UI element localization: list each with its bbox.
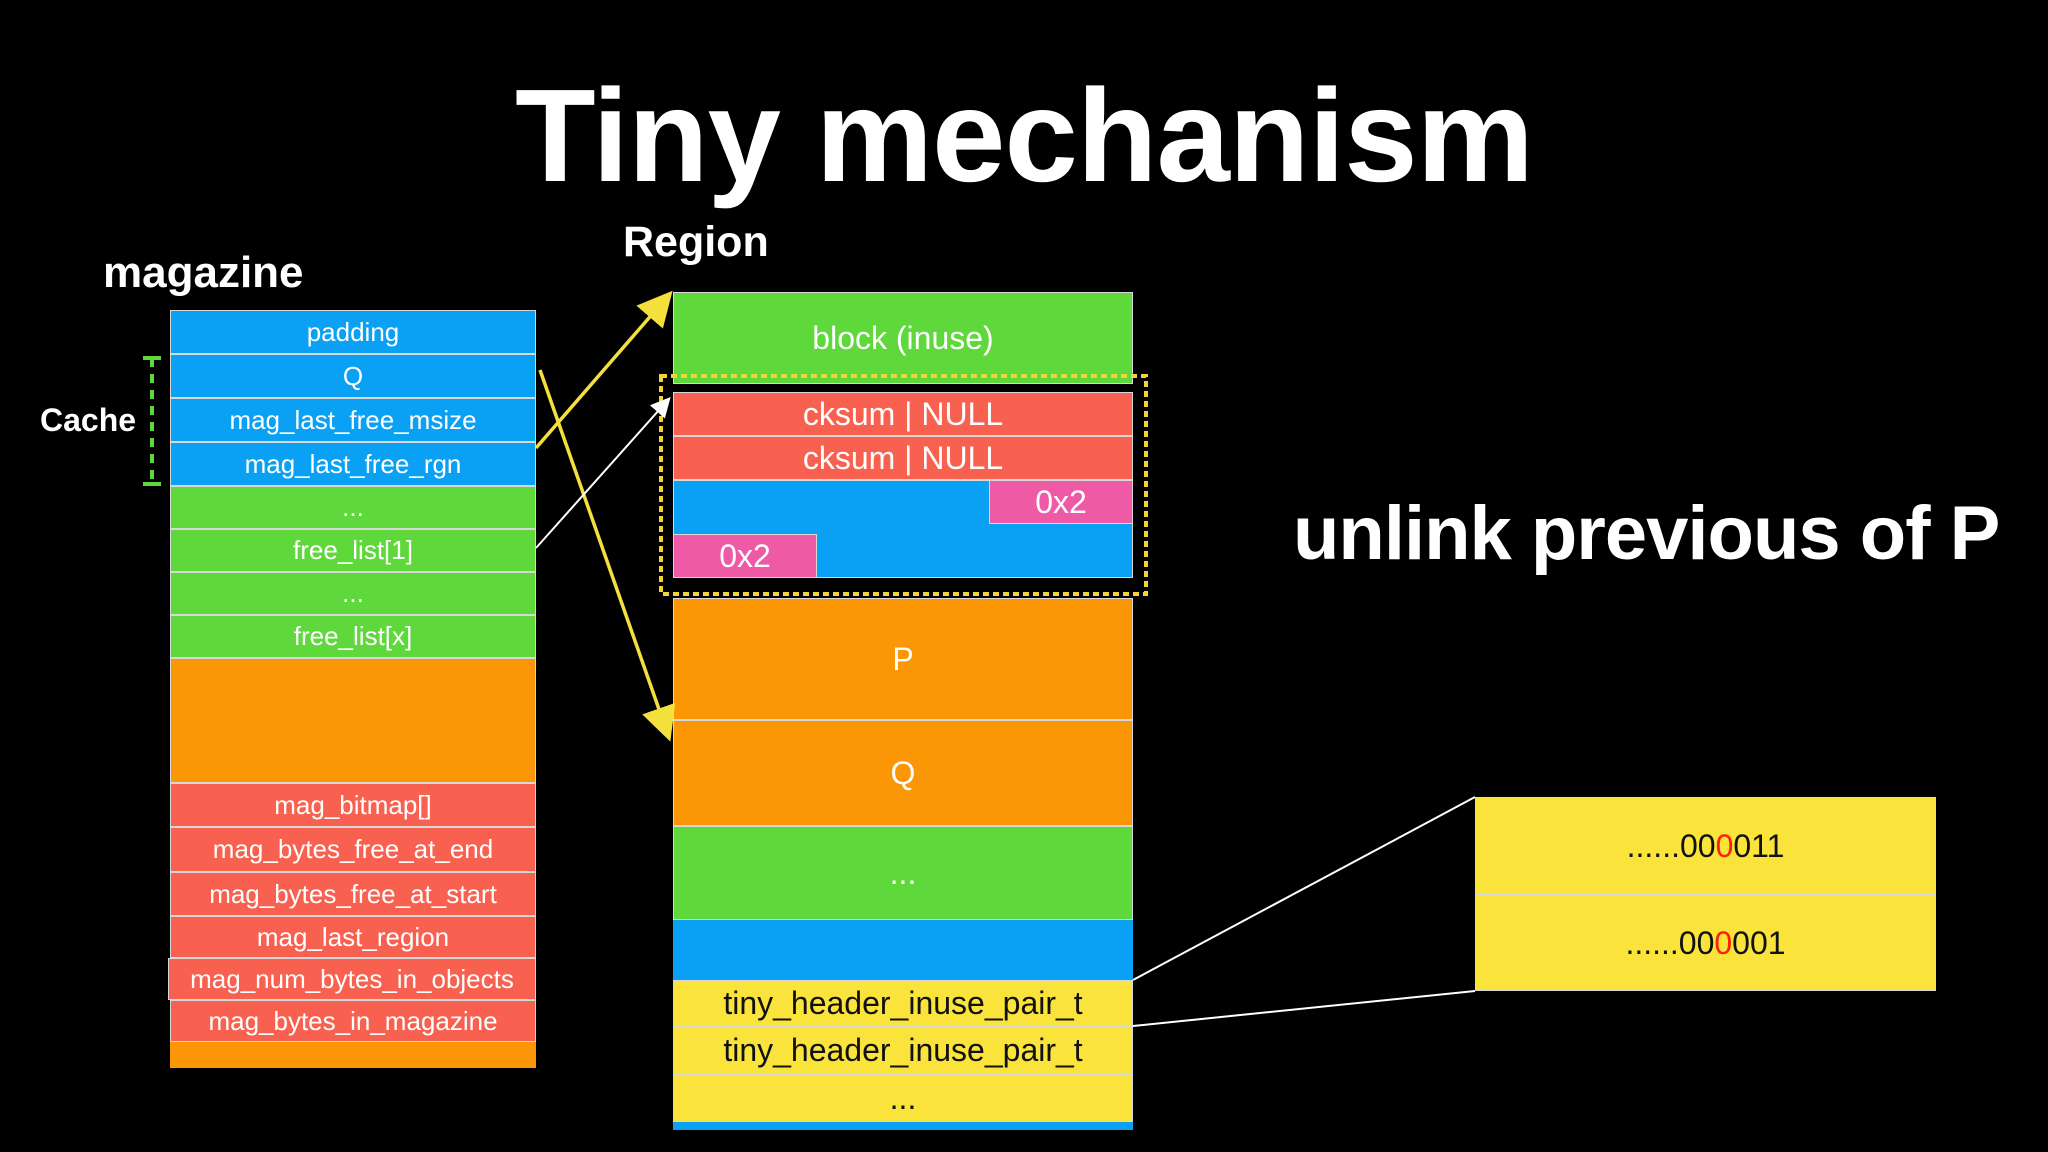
bitmap-row-1-suffix: 011 [1733,827,1785,864]
region-cell-header-pair-1: tiny_header_inuse_pair_t [673,980,1133,1026]
cache-bracket [143,356,161,486]
arrow-free-list-to-cksum [535,397,671,549]
magazine-cell-last-free-msize: mag_last_free_msize [170,398,536,442]
bitmap-row-2-mark: 0 [1714,924,1733,961]
magazine-heading: magazine [103,248,304,297]
page-title: Tiny mechanism [515,62,1534,209]
magazine-cell-free-list-1: free_list[1] [170,529,536,572]
region-cell-size-0x2-top: 0x2 [989,480,1133,524]
magazine-cell-bytes-free-at-end: mag_bytes_free_at_end [170,827,536,872]
magazine-cell-last-free-rgn: mag_last_free_rgn [170,442,536,486]
magazine-cell-orange-block [170,658,536,783]
magazine-cell-free-list-x: free_list[x] [170,615,536,658]
magazine-cell-bytes-in-magazine: mag_bytes_in_magazine [170,1000,536,1042]
region-cell-header-pair-2: tiny_header_inuse_pair_t [673,1026,1133,1074]
region-cell-header-ellipsis: ... [673,1074,1133,1122]
bitmap-row-1-prefix: ......00 [1626,827,1716,864]
region-cell-blue-gap [673,920,1133,980]
region-cell-block-inuse: block (inuse) [673,292,1133,384]
magazine-cell-ellipsis: ... [170,572,536,615]
magazine-cell-last-region: mag_last_region [170,916,536,958]
unlink-note: unlink previous of P [1293,491,2000,576]
region-cell-ellipsis: ... [673,826,1133,920]
magazine-cell-q: Q [170,354,536,398]
magazine-cell-ellipsis: ... [170,486,536,529]
bitmap-row-1-mark: 0 [1715,827,1734,864]
arrow-q-to-region-q [538,369,676,742]
bitmap-row-2-prefix: ......00 [1625,924,1715,961]
region-cell-q: Q [673,720,1133,826]
magazine-cell-bitmap: mag_bitmap[] [170,783,536,827]
magazine-cell-num-bytes-in-objects: mag_num_bytes_in_objects [168,958,536,1000]
cache-label: Cache [40,402,137,438]
highlight-frame [659,374,1148,596]
arrow-last-free-rgn-to-region [534,290,673,450]
region-cell-blue-tail [673,1122,1133,1130]
region-cell-cksum-1: cksum | NULL [673,392,1133,436]
magazine-cell-padding: padding [170,310,536,354]
zoom-line-bottom [1132,990,1476,1027]
region-cell-cksum-2: cksum | NULL [673,436,1133,480]
magazine-cell-bytes-free-at-start: mag_bytes_free_at_start [170,872,536,916]
region-cell-size-0x2-bottom: 0x2 [673,534,817,578]
region-cell-p: P [673,598,1133,720]
region-heading: Region [623,218,769,266]
bitmap-row-2-suffix: 001 [1732,924,1786,961]
magazine-cell-orange-tail [170,1042,536,1068]
zoom-line-top [1132,796,1476,981]
